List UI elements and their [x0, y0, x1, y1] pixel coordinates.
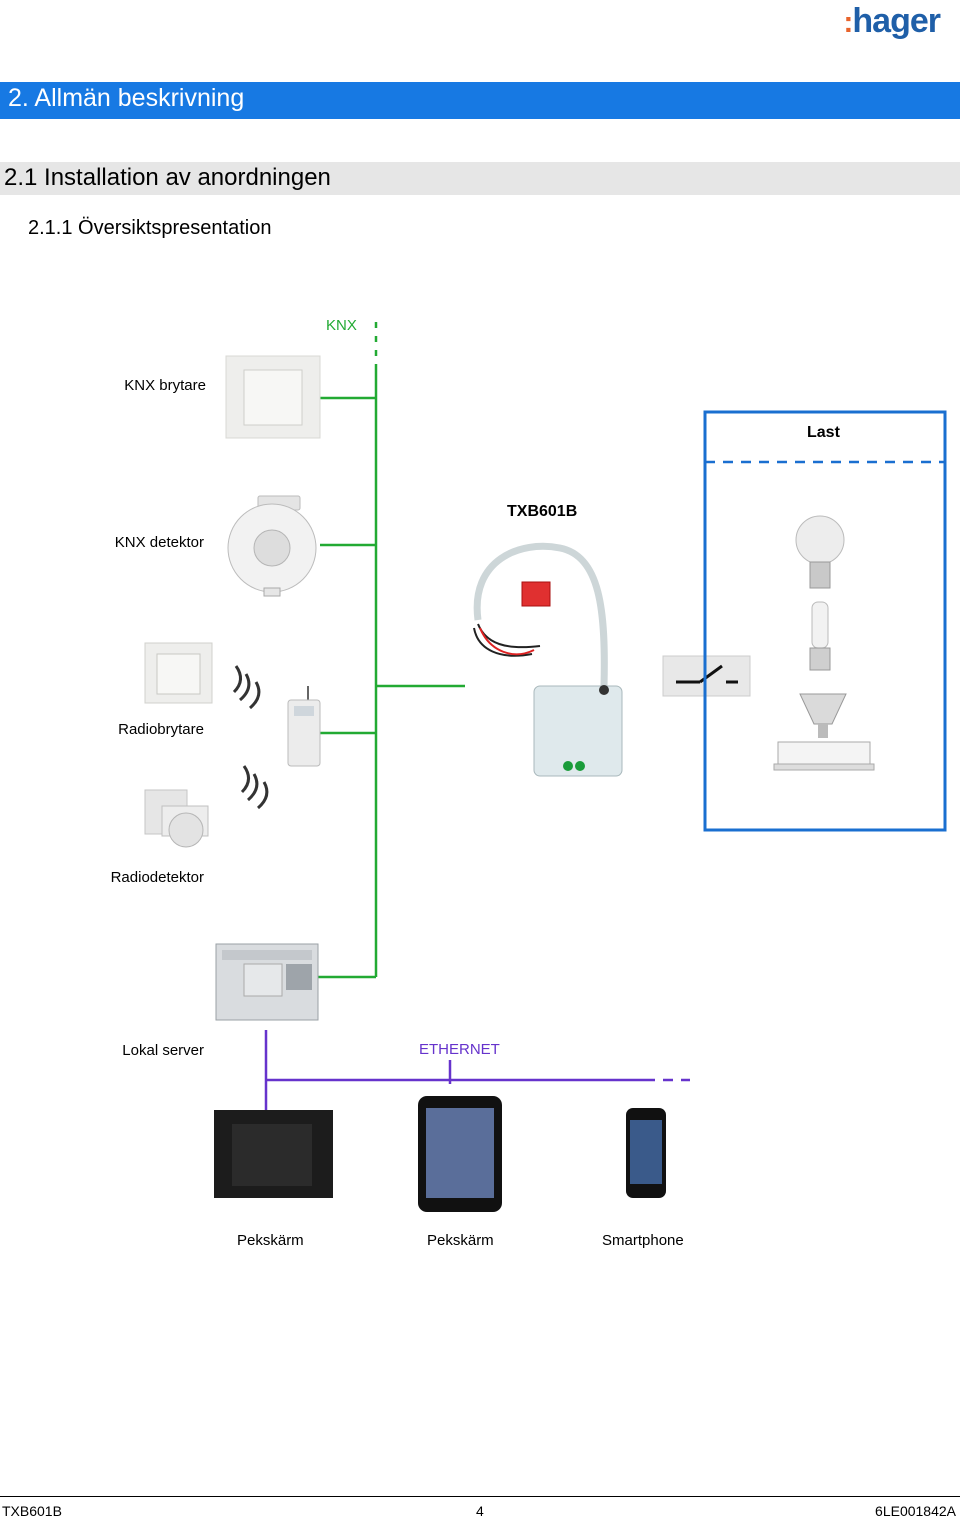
knx-switch-icon: [225, 355, 321, 439]
footer-left: TXB601B: [2, 1503, 62, 1519]
touch-panel-icon: [214, 1110, 333, 1198]
client-label-2: Pekskärm: [427, 1232, 494, 1249]
heading-1: 2. Allmän beskrivning: [8, 84, 245, 112]
radio-switch-icon: [144, 642, 213, 704]
ethernet-lines: [264, 1030, 690, 1112]
heading-2-bar: [0, 162, 960, 195]
radio-switch-label: Radiobrytare: [118, 721, 204, 738]
heading-2: 2.1 Installation av anordningen: [4, 164, 331, 191]
knx-bus-lines: [318, 322, 465, 979]
footer-right: 6LE001842A: [875, 1503, 956, 1519]
knx-detector-icon: [227, 495, 317, 597]
knx-detector-label: KNX detektor: [114, 534, 204, 551]
halogen-lamp-icon: [799, 693, 847, 738]
client-label-3: Smartphone: [602, 1232, 684, 1249]
product-label: TXB601B: [507, 503, 578, 520]
page-number: 4: [476, 1503, 484, 1519]
tablet-icon: [418, 1096, 502, 1212]
knx-bus-label: KNX: [326, 317, 357, 334]
footer-rule: [0, 1496, 960, 1497]
smartphone-icon: [626, 1108, 666, 1198]
led-driver-icon: [773, 741, 875, 771]
knx-switch-label: KNX brytare: [124, 377, 206, 394]
radio-waves-icon: [232, 665, 269, 810]
client-label-1: Pekskärm: [237, 1232, 304, 1249]
fluorescent-lamp-icon: [809, 601, 831, 671]
incandescent-bulb-icon: [795, 515, 845, 589]
radio-detector-icon: [144, 789, 209, 848]
logo-text: hager: [852, 2, 941, 40]
ethernet-label: ETHERNET: [419, 1041, 500, 1058]
local-server-icon: [215, 943, 319, 1021]
load-box-title: Last: [807, 424, 840, 441]
load-box: [703, 410, 947, 832]
local-server-label: Lokal server: [122, 1042, 204, 1059]
radio-detector-label: Radiodetektor: [110, 869, 204, 886]
heading-3: 2.1.1 Översiktspresentation: [28, 217, 272, 239]
txb601b-device-icon: [473, 542, 623, 777]
hager-logo: :hager: [843, 2, 941, 40]
heading-1-bar: [0, 82, 960, 119]
radio-receiver-icon: [287, 686, 321, 767]
